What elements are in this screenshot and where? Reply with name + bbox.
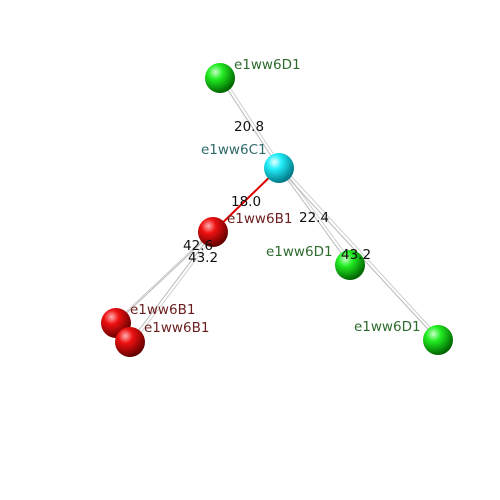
atom-e1ww6d1-mid	[335, 250, 365, 280]
atom-e1ww6d1-top	[205, 63, 235, 93]
distance-label-left-a: 42.6	[183, 238, 213, 254]
distance-line-left-a-2	[112, 232, 211, 325]
distance-label-mid: 22.4	[299, 210, 329, 226]
distance-line-left-a	[115, 231, 214, 324]
distance-line-left-b	[129, 231, 214, 343]
distance-label-right: 43.2	[341, 247, 371, 263]
atoms	[101, 63, 453, 357]
atom-label-e1ww6c1: e1ww6C1	[201, 142, 267, 158]
atom-e1ww6b1-left2	[115, 327, 145, 357]
atom-label-e1ww6b1-mid: e1ww6B1	[227, 211, 292, 227]
atom-e1ww6d1-right	[423, 325, 453, 355]
bond-line-red	[212, 167, 280, 233]
atom-label-e1ww6b1-left2: e1ww6B1	[144, 320, 209, 336]
atom-e1ww6c1	[264, 153, 294, 183]
distance-line-right-2	[281, 165, 441, 339]
atom-label-e1ww6d1-top: e1ww6D1	[234, 57, 301, 73]
atom-labels: e1ww6D1 e1ww6C1 e1ww6B1 e1ww6D1 e1ww6D1 …	[130, 57, 421, 336]
atom-label-e1ww6b1-left1: e1ww6B1	[130, 302, 195, 318]
atom-e1ww6b1-mid	[198, 217, 228, 247]
distance-line-mid-2	[281, 166, 354, 265]
atom-label-e1ww6d1-right: e1ww6D1	[354, 319, 421, 335]
distance-line-top-2	[222, 76, 283, 168]
distance-label-red: 18.0	[231, 194, 261, 210]
distance-line-left-b-2	[132, 232, 217, 344]
distance-label-left-b: 43.2	[188, 250, 218, 266]
distance-labels: 20.8 18.0 22.4 43.2 42.6 43.2	[183, 119, 371, 266]
distance-label-top: 20.8	[234, 119, 264, 135]
distance-line-top	[219, 77, 280, 169]
distance-line-mid	[278, 167, 351, 266]
atom-label-e1ww6d1-mid: e1ww6D1	[266, 244, 333, 260]
